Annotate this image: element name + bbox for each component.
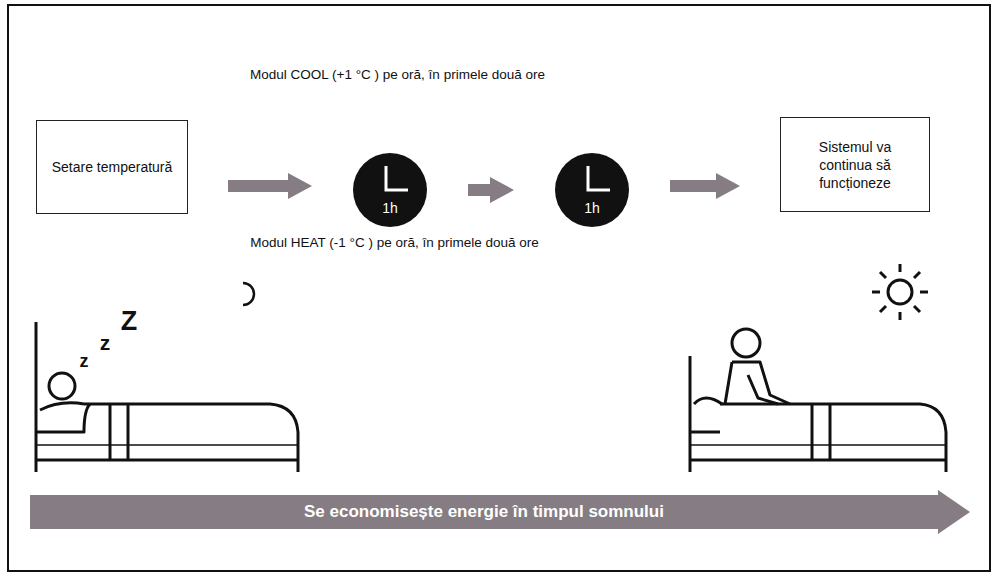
clock-icon: 1h xyxy=(554,152,630,228)
awake-bed xyxy=(690,329,946,472)
frame xyxy=(8,5,990,571)
moon-icon xyxy=(243,283,254,305)
timeline-arrow: Se economisește energie în timpul somnul… xyxy=(30,490,970,534)
duration-text: 1h xyxy=(554,200,630,216)
flow-arrow xyxy=(670,173,740,199)
mode-note: Modul HEAT (-1 °C ) pe oră, în primele d… xyxy=(222,234,567,251)
sun-icon xyxy=(872,264,928,320)
duration-text: 1h xyxy=(352,200,428,216)
clock-face xyxy=(352,152,428,228)
sleeping-bed xyxy=(36,322,298,472)
flow-arrow xyxy=(228,173,312,199)
clock-face xyxy=(554,152,630,228)
sleep-letter: Z xyxy=(117,308,141,335)
clock-hands xyxy=(386,166,408,190)
clock-icon: 1h xyxy=(352,152,428,228)
sleep-letter: z xyxy=(76,352,92,370)
node-text: Sistemul va continua să funcționeze xyxy=(781,132,929,198)
node-text: Se economisește energie în timpul somnul… xyxy=(30,490,938,534)
node-text: Setare temperatură xyxy=(42,152,183,182)
process-box: Setare temperatură xyxy=(36,120,188,214)
sleep-letter: z xyxy=(96,332,114,353)
flow-arrow xyxy=(468,177,514,203)
process-box: Sistemul va continua să funcționeze xyxy=(780,117,930,212)
clock-hands xyxy=(588,166,610,190)
mode-note: Modul COOL (+1 °C ) pe oră, în primele d… xyxy=(225,66,570,83)
